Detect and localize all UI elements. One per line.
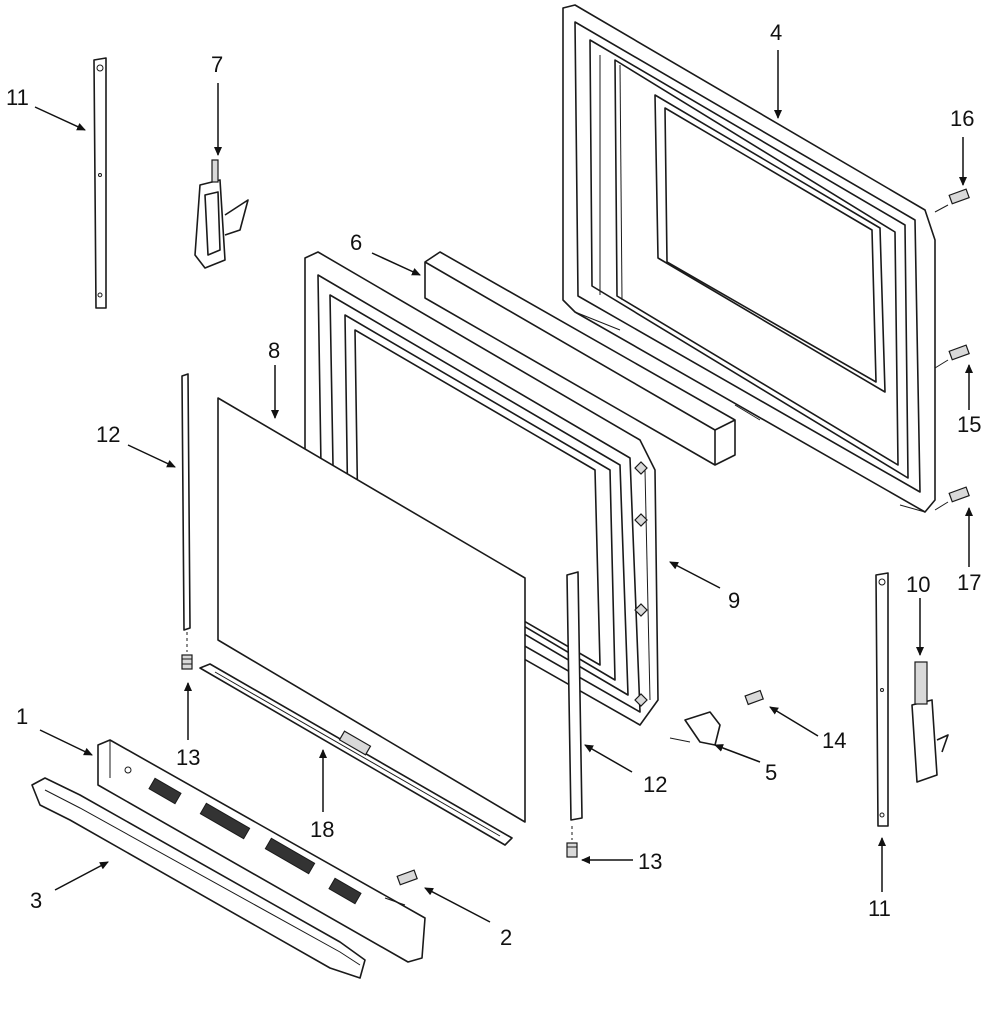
callout-13-right: 13 [638,849,662,874]
callout-3: 3 [30,888,42,913]
callout-5: 5 [765,760,777,785]
callout-7: 7 [211,52,223,77]
handle-base-part [97,739,426,963]
screw-13-right-part [566,826,578,858]
callout-15: 15 [957,412,981,437]
callout-18: 18 [310,817,334,842]
callout-2: 2 [500,925,512,950]
screw-13-left-part [181,632,193,670]
callout-labels: 11 7 4 16 6 8 12 15 17 9 10 14 5 13 12 1… [6,20,981,950]
door-handle-part [31,777,366,979]
callout-4: 4 [770,20,782,45]
screw-2-part [384,869,418,906]
leader-lines [34,50,973,923]
callout-16: 16 [950,106,974,131]
callout-11-left: 11 [6,85,29,110]
screw-15-part [934,344,970,369]
callout-10: 10 [906,572,930,597]
glass-channel-right-part [566,571,583,821]
side-trim-left-part [93,57,107,309]
side-trim-right-part [875,572,889,827]
callout-14: 14 [822,728,846,753]
callout-17: 17 [957,570,981,595]
callout-13-left: 13 [176,745,200,770]
callout-6: 6 [350,230,362,255]
callout-8: 8 [268,338,280,363]
vent-slots [148,777,362,905]
hinge-left-part [194,159,249,269]
hinge-right-part [911,661,949,783]
door-inner-panel-part [562,4,936,513]
bracket-part [669,711,721,746]
screw-14-part [744,689,764,706]
screw-16-part [934,188,970,213]
bottom-glass-trim-part [199,663,513,846]
callout-11-right: 11 [868,896,891,921]
screw-17-part [934,486,970,511]
glass-channel-left-part [181,373,191,631]
callout-1: 1 [16,704,28,729]
insulation-block-part [424,251,736,466]
callout-12-right: 12 [643,772,667,797]
door-glass-part [217,397,526,823]
callout-12-left: 12 [96,422,120,447]
callout-9: 9 [728,588,740,613]
